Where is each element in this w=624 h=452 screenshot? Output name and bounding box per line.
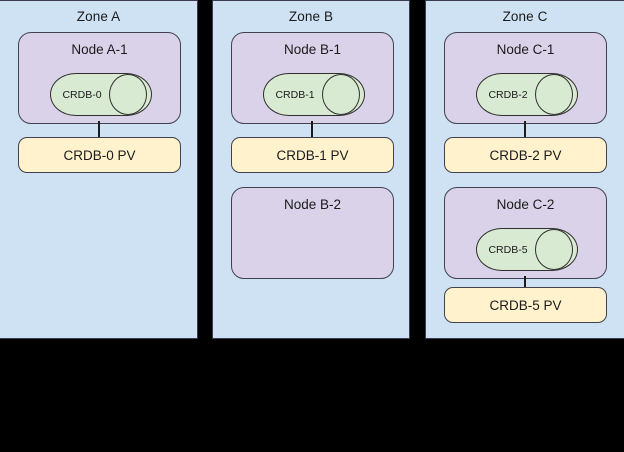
- database-cylinder-crdb-2[interactable]: CRDB-2: [476, 73, 578, 116]
- node-label-c-2: Node C-2: [496, 197, 555, 212]
- node-box-b-1[interactable]: Node B-1 CRDB-1: [231, 32, 394, 124]
- database-label-crdb-2: CRDB-2: [488, 88, 528, 101]
- database-cylinder-crdb-0[interactable]: CRDB-0: [50, 73, 152, 116]
- connector-node-a-1-to-pv: [98, 121, 100, 138]
- pv-box-crdb-2[interactable]: CRDB-2 PV: [444, 137, 607, 173]
- node-box-c-2[interactable]: Node C-2 CRDB-5: [444, 187, 607, 279]
- database-label-crdb-1: CRDB-1: [275, 88, 315, 101]
- pv-box-crdb-1[interactable]: CRDB-1 PV: [231, 137, 394, 173]
- database-label-crdb-0: CRDB-0: [62, 88, 102, 101]
- pv-box-crdb-0[interactable]: CRDB-0 PV: [18, 137, 181, 173]
- zone-label-b: Zone B: [288, 9, 334, 24]
- connector-node-c-1-to-pv: [524, 121, 526, 138]
- connector-node-b-1-to-pv: [311, 121, 313, 138]
- zone-container-c[interactable]: Zone C Node C-1 CRDB-2 CRDB-2 PV Node C-…: [425, 0, 624, 339]
- node-box-b-2[interactable]: Node B-2: [231, 187, 394, 279]
- cylinder-cap-icon: [109, 74, 147, 115]
- cylinder-cap-icon: [535, 74, 573, 115]
- node-label-a-1: Node A-1: [71, 42, 128, 57]
- pv-label-crdb-5: CRDB-5 PV: [489, 297, 562, 313]
- cylinder-cap-icon: [535, 229, 573, 270]
- zone-label-a: Zone A: [76, 9, 121, 24]
- node-box-c-1[interactable]: Node C-1 CRDB-2: [444, 32, 607, 124]
- pv-box-crdb-5[interactable]: CRDB-5 PV: [444, 287, 607, 323]
- pv-label-crdb-2: CRDB-2 PV: [489, 147, 562, 163]
- node-label-b-2: Node B-2: [283, 197, 342, 212]
- pv-label-crdb-0: CRDB-0 PV: [63, 147, 136, 163]
- connector-node-c-2-to-pv: [524, 276, 526, 293]
- node-box-a-1[interactable]: Node A-1 CRDB-0: [18, 32, 181, 124]
- zone-label-c: Zone C: [502, 9, 548, 24]
- cylinder-cap-icon: [322, 74, 360, 115]
- database-cylinder-crdb-5[interactable]: CRDB-5: [476, 228, 578, 271]
- zone-container-b[interactable]: Zone B Node B-1 CRDB-1 CRDB-1 PV Node B-…: [212, 0, 410, 339]
- database-label-crdb-5: CRDB-5: [488, 243, 528, 256]
- zone-container-a[interactable]: Zone A Node A-1 CRDB-0 CRDB-0 PV: [0, 0, 198, 339]
- pv-label-crdb-1: CRDB-1 PV: [276, 147, 349, 163]
- database-cylinder-crdb-1[interactable]: CRDB-1: [263, 73, 365, 116]
- node-label-b-1: Node B-1: [283, 42, 342, 57]
- node-label-c-1: Node C-1: [496, 42, 555, 57]
